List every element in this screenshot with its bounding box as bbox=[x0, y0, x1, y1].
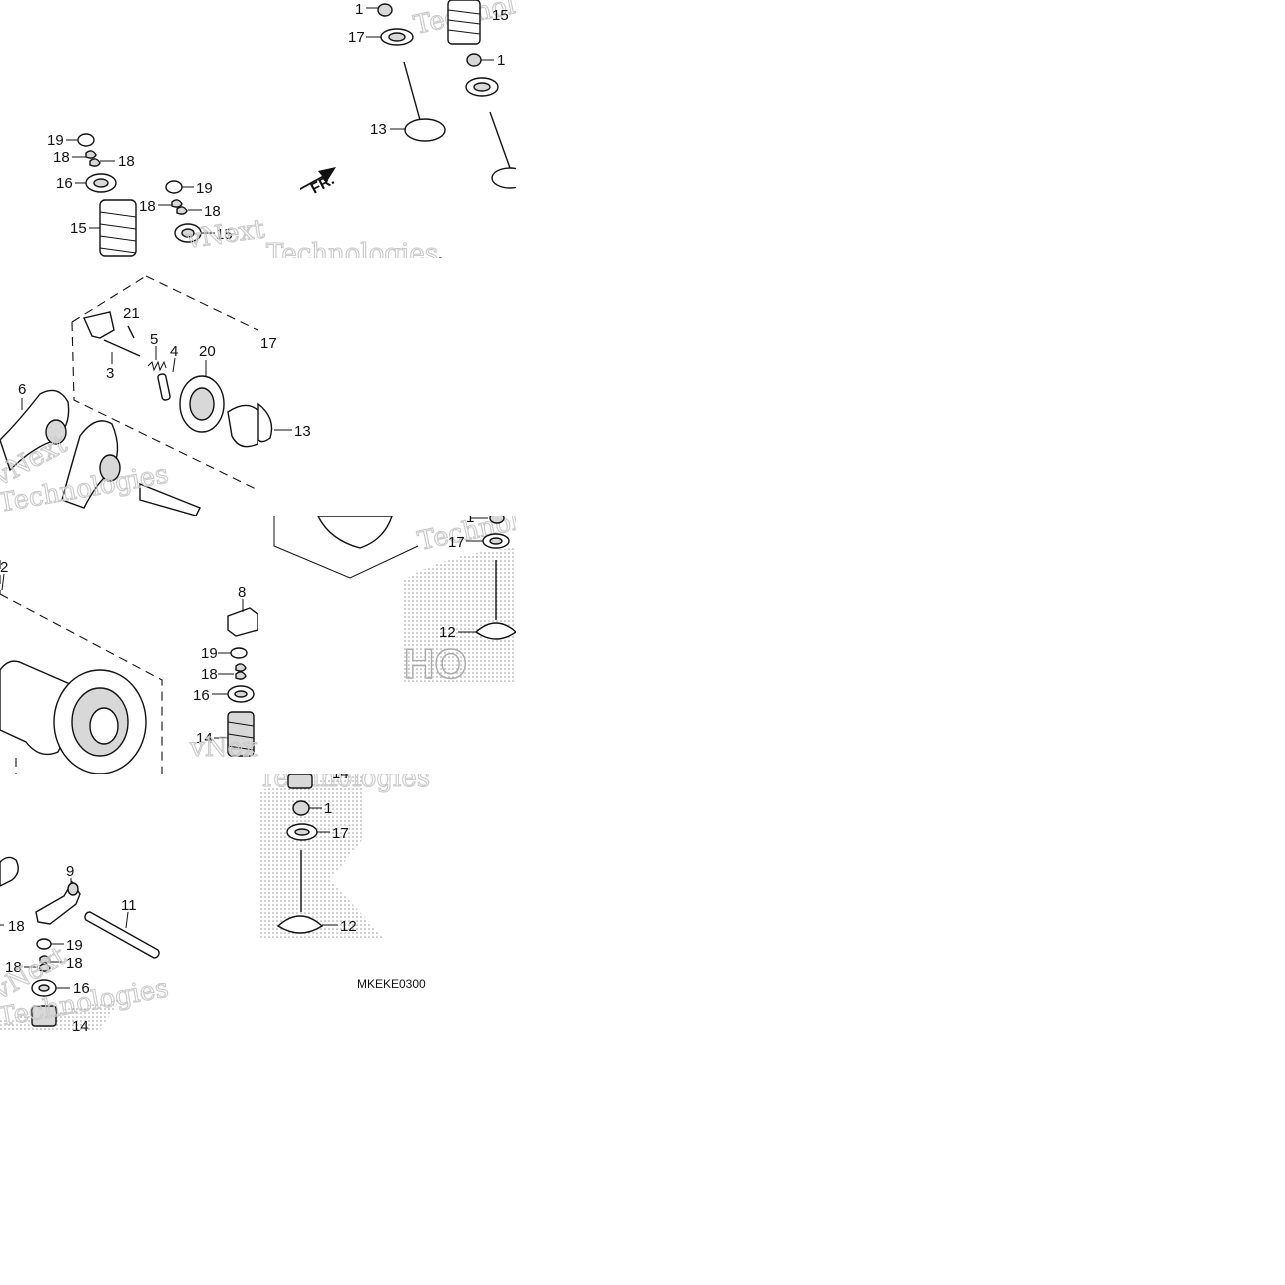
tile-front-arrow: FR. Technologies 7 10 bbox=[265, 167, 443, 296]
callout-label: 17 bbox=[332, 825, 349, 842]
tile-rocker-shaft: 9 11 18 19 18 18 16 14 vNext Technologie… bbox=[0, 856, 171, 1035]
callout-label: 18 bbox=[139, 198, 156, 215]
callout-label: 12 bbox=[439, 624, 456, 641]
callout-label: 17 bbox=[260, 335, 277, 352]
callout-label: 1 bbox=[497, 52, 505, 69]
callout-label: 19 bbox=[196, 180, 213, 197]
callout-label: 16 bbox=[56, 175, 73, 192]
callout-label: 7 bbox=[320, 268, 328, 285]
callout-label: 16 bbox=[193, 687, 210, 704]
watermark: vNext bbox=[189, 733, 268, 763]
callout-label: 18 bbox=[53, 149, 70, 166]
callout-label: 18 bbox=[204, 203, 221, 220]
callout-label: 21 bbox=[123, 305, 140, 322]
valve-spring-part bbox=[447, 0, 481, 45]
decompressor-arm-part bbox=[83, 311, 115, 339]
rocker-arm-part bbox=[227, 607, 258, 637]
callout-label: 12 bbox=[340, 918, 357, 935]
exhaust-valve-part bbox=[404, 118, 446, 142]
callout-label: 3 bbox=[106, 365, 114, 382]
tile-valves-top: Technologies 1 17 13 15 1 bbox=[348, 0, 516, 189]
tile-rocker-assembly: 3 21 5 4 20 6 vNext Technologies bbox=[0, 275, 258, 516]
rocker-arm-part bbox=[0, 856, 19, 887]
watermark: Technologies bbox=[266, 239, 438, 269]
valve-seal-part bbox=[377, 3, 393, 17]
front-marker: FR. bbox=[308, 171, 337, 197]
callout-label: 20 bbox=[199, 343, 216, 360]
tile-springs-detail: 19 18 18 16 15 19 18 18 bbox=[47, 132, 267, 257]
rocker-arm-part bbox=[0, 389, 70, 472]
valve-spring-part bbox=[227, 711, 255, 757]
callout-label: 16 bbox=[73, 980, 90, 997]
rocker-shaft-part bbox=[84, 911, 160, 959]
callout-label: 19 bbox=[47, 132, 64, 149]
callout-label: 15 bbox=[492, 7, 509, 24]
watermark: vNext bbox=[184, 214, 267, 255]
brand-watermark: HO bbox=[404, 640, 467, 687]
callout-label: 1 bbox=[324, 800, 332, 817]
callout-label: 17 bbox=[348, 29, 365, 46]
callout-label: 6 bbox=[18, 381, 26, 398]
callout-label: 8 bbox=[238, 584, 246, 601]
callout-label: 14 bbox=[72, 1018, 89, 1035]
callout-label: 15 bbox=[216, 226, 233, 243]
tile-valve-exhaust: Technologies 14 1 17 12 bbox=[258, 765, 431, 938]
callout-label: 11 bbox=[121, 897, 137, 914]
cotter-part bbox=[85, 150, 97, 159]
tile-camshaft: 2 8 19 18 16 14 vNext bbox=[0, 559, 268, 774]
valve-spring-part bbox=[99, 199, 137, 257]
callout-label: 1 bbox=[355, 1, 363, 18]
cam-sprocket-part bbox=[317, 516, 393, 549]
callout-label: 18 bbox=[8, 918, 25, 935]
callout-label: 18 bbox=[66, 955, 83, 972]
front-arrow-icon bbox=[300, 167, 336, 190]
callout-label: 5 bbox=[150, 331, 158, 348]
callout-label: 1 bbox=[466, 509, 474, 526]
callout-label: 19 bbox=[201, 645, 218, 662]
tile-rocker-assembly-right: 17 13 bbox=[227, 335, 311, 448]
pin-part bbox=[157, 373, 171, 401]
callout-label: 19 bbox=[66, 937, 83, 954]
callout-label: 18 bbox=[201, 666, 218, 683]
callout-label: 17 bbox=[448, 534, 465, 551]
rocker-arm-part bbox=[257, 402, 273, 443]
callout-label: 18 bbox=[5, 959, 22, 976]
shim-part bbox=[77, 133, 95, 147]
callout-label: 13 bbox=[370, 121, 387, 138]
callout-label: 15 bbox=[70, 220, 87, 237]
rocker-shaft-part bbox=[439, 257, 443, 258]
callout-label: 2 bbox=[0, 559, 8, 576]
callout-label: 18 bbox=[118, 153, 135, 170]
callout-label: 9 bbox=[66, 863, 74, 880]
valve-spring-part bbox=[287, 774, 313, 789]
camshaft-part bbox=[0, 660, 147, 774]
shim-part bbox=[165, 180, 183, 194]
callout-label: 14 bbox=[196, 730, 213, 747]
shim-part bbox=[230, 647, 248, 659]
valve-seal-part bbox=[489, 516, 505, 524]
valve-seal-part bbox=[292, 800, 310, 816]
return-spring-part bbox=[147, 360, 167, 372]
callout-label: 14 bbox=[332, 765, 349, 782]
callout-label: 10 bbox=[424, 279, 441, 296]
valve-spring-part bbox=[31, 1005, 57, 1027]
callout-label: 13 bbox=[294, 423, 311, 440]
callout-label: 4 bbox=[170, 343, 178, 360]
valve-seal-part bbox=[466, 53, 482, 67]
diagram-code: MKEKE0300 bbox=[357, 977, 426, 991]
tile-valve-intake: HO Technologies 1 17 12 bbox=[273, 509, 516, 688]
